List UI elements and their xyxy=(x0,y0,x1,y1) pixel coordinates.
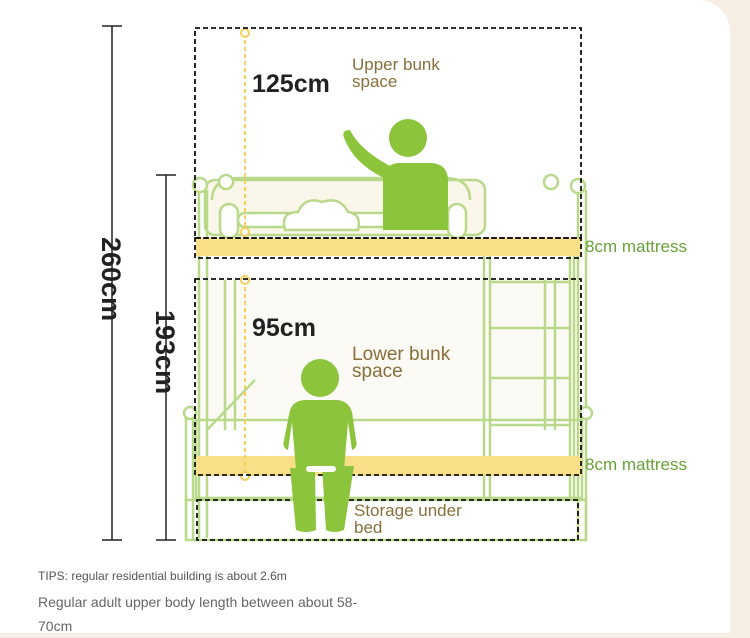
dimension-line-193 xyxy=(156,174,176,541)
lower-mattress xyxy=(196,456,582,476)
lower-space-label-line2: space xyxy=(352,361,403,382)
dimension-label-260: 260cm xyxy=(96,237,126,322)
upper-mattress xyxy=(196,238,581,256)
lower-space-label-line1: Lower bunk xyxy=(352,344,451,365)
upper-space-height: 125cm xyxy=(252,70,330,98)
upper-space-label-line2: space xyxy=(352,72,398,91)
lower-space-height: 95cm xyxy=(252,314,316,342)
storage-label-line1: Storage under xyxy=(354,501,462,520)
upper-person-figure xyxy=(343,119,448,230)
dashed-outline xyxy=(194,27,582,541)
bed-frame xyxy=(182,173,594,542)
dimension-line-260 xyxy=(102,25,122,541)
mattress-label-upper: 8cm mattress xyxy=(585,237,688,256)
storage-label-line2: bed xyxy=(354,518,383,537)
note-line2: 70cm xyxy=(38,618,73,634)
tips-text: TIPS: regular residential building is ab… xyxy=(38,569,287,583)
lower-person-figure xyxy=(283,359,357,532)
mattress-label-lower: 8cm mattress xyxy=(585,455,688,474)
upper-space-label-line1: Upper bunk xyxy=(352,55,440,74)
dimension-label-193: 193cm xyxy=(150,310,180,395)
height-guide xyxy=(240,28,250,481)
note-line1: Regular adult upper body length between … xyxy=(38,594,358,610)
